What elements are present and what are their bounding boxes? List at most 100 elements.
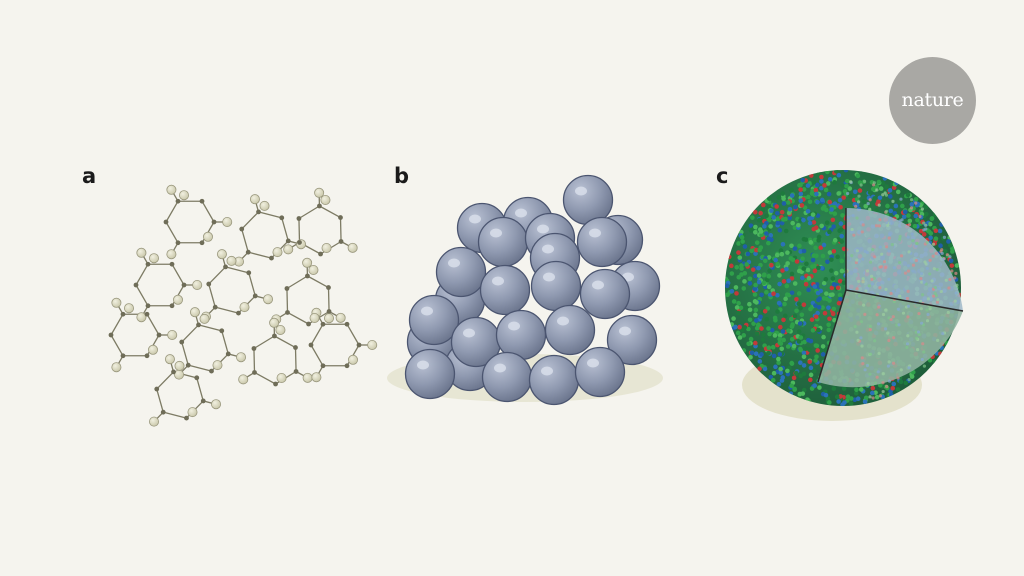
cutaway-atom <box>903 271 908 275</box>
cluster-atom <box>841 386 847 391</box>
cutaway-atom <box>919 272 924 276</box>
cluster-atom <box>806 275 812 281</box>
cluster-atom <box>923 204 929 210</box>
cluster-atom <box>776 195 782 200</box>
cluster-atom <box>902 209 908 215</box>
cutaway-atom <box>909 206 914 210</box>
carbon-atom <box>273 381 278 387</box>
cutaway-atom <box>901 311 906 315</box>
cluster-atom <box>759 352 764 357</box>
cutaway-atom <box>892 266 896 270</box>
cluster-atom <box>821 242 827 248</box>
sphere-highlight <box>619 326 631 336</box>
cluster-atom <box>748 223 754 228</box>
cluster-atom <box>824 291 829 296</box>
cutaway-atom <box>918 299 923 304</box>
cluster-atom <box>774 252 780 258</box>
cluster-atom <box>801 266 807 271</box>
cluster-atom <box>890 385 896 391</box>
cluster-atom <box>729 263 734 269</box>
cluster-atom <box>858 387 864 392</box>
cluster-atom <box>878 186 884 191</box>
packed-sphere <box>477 216 529 268</box>
cutaway-atom <box>933 285 937 290</box>
cutaway-atom <box>948 277 952 282</box>
hydrogen-atom <box>187 407 198 418</box>
cluster-atom <box>796 291 802 296</box>
cutaway-atom <box>867 284 871 288</box>
carbon-atom <box>320 321 326 327</box>
cluster-atom <box>787 215 793 221</box>
cluster-atom <box>766 240 771 246</box>
cluster-atom <box>825 181 831 186</box>
cutaway-atom <box>924 227 928 231</box>
cutaway-atom <box>863 312 867 316</box>
cluster-atom <box>814 191 819 197</box>
carbon-atom <box>209 368 214 374</box>
cluster-atom <box>867 190 873 195</box>
cutaway-atom <box>924 223 928 227</box>
cluster-atom <box>838 394 843 399</box>
cluster-atom <box>771 215 776 220</box>
cutaway-atom <box>896 376 900 380</box>
cluster-atom <box>827 176 833 182</box>
carbon-atom <box>194 375 200 381</box>
cluster-atom <box>770 377 776 383</box>
cluster-atom <box>796 268 802 274</box>
packed-sphere <box>408 294 460 346</box>
cluster-atom <box>891 381 897 387</box>
cluster-atom <box>745 251 751 257</box>
sphere-highlight <box>575 186 587 196</box>
cluster-atom <box>780 191 786 196</box>
cluster-atom <box>775 261 780 267</box>
cutaway-atom <box>887 249 891 253</box>
carbon-atom <box>338 239 344 244</box>
cluster-atom <box>894 180 899 186</box>
cluster-atom <box>762 309 768 314</box>
cluster-atom <box>782 301 787 307</box>
cutaway-atom <box>884 245 889 249</box>
cluster-atom <box>838 204 843 210</box>
cutaway-atom <box>879 265 884 269</box>
cutaway-atom <box>859 320 864 324</box>
carbon-atom <box>144 353 150 359</box>
cluster-atom <box>877 195 883 201</box>
cluster-atom <box>768 233 774 238</box>
cluster-atom <box>753 230 758 235</box>
cutaway-atom <box>898 260 902 265</box>
cluster-atom <box>928 231 934 236</box>
cluster-atom <box>854 387 859 393</box>
cluster-atom <box>764 231 769 236</box>
cluster-atom <box>848 401 854 406</box>
cluster-atom <box>766 273 772 279</box>
cutaway-atom <box>868 395 872 399</box>
hydrogen-atom <box>172 294 183 305</box>
cutaway-atom <box>906 304 911 308</box>
cutaway-atom <box>910 232 914 236</box>
cutaway-atom <box>887 338 891 343</box>
cluster-atom <box>813 314 819 320</box>
cluster-atom <box>797 243 802 249</box>
cutaway-atom <box>877 305 881 309</box>
cutaway-atom <box>861 277 865 281</box>
cluster-atom <box>839 233 845 239</box>
sphere-highlight <box>421 306 433 316</box>
sphere-highlight <box>557 316 569 326</box>
packed-sphere <box>435 246 487 298</box>
cluster-atom <box>810 212 816 217</box>
cutaway-atom <box>862 303 866 307</box>
cutaway-atom <box>954 271 958 275</box>
carbon-atom <box>156 332 162 338</box>
cluster-atom <box>906 213 911 218</box>
packed-sphere <box>479 264 531 316</box>
carbon-atom <box>175 198 181 204</box>
cluster-atom <box>831 282 837 287</box>
cluster-atom <box>813 343 819 348</box>
hydrogen-atom <box>178 190 189 201</box>
hydrogen-atom <box>238 374 249 385</box>
cluster-atom <box>775 292 780 298</box>
carbon-atom <box>344 363 350 369</box>
cutaway-atom <box>878 218 882 222</box>
cluster-atom <box>827 199 833 205</box>
cluster-atom <box>766 255 772 260</box>
